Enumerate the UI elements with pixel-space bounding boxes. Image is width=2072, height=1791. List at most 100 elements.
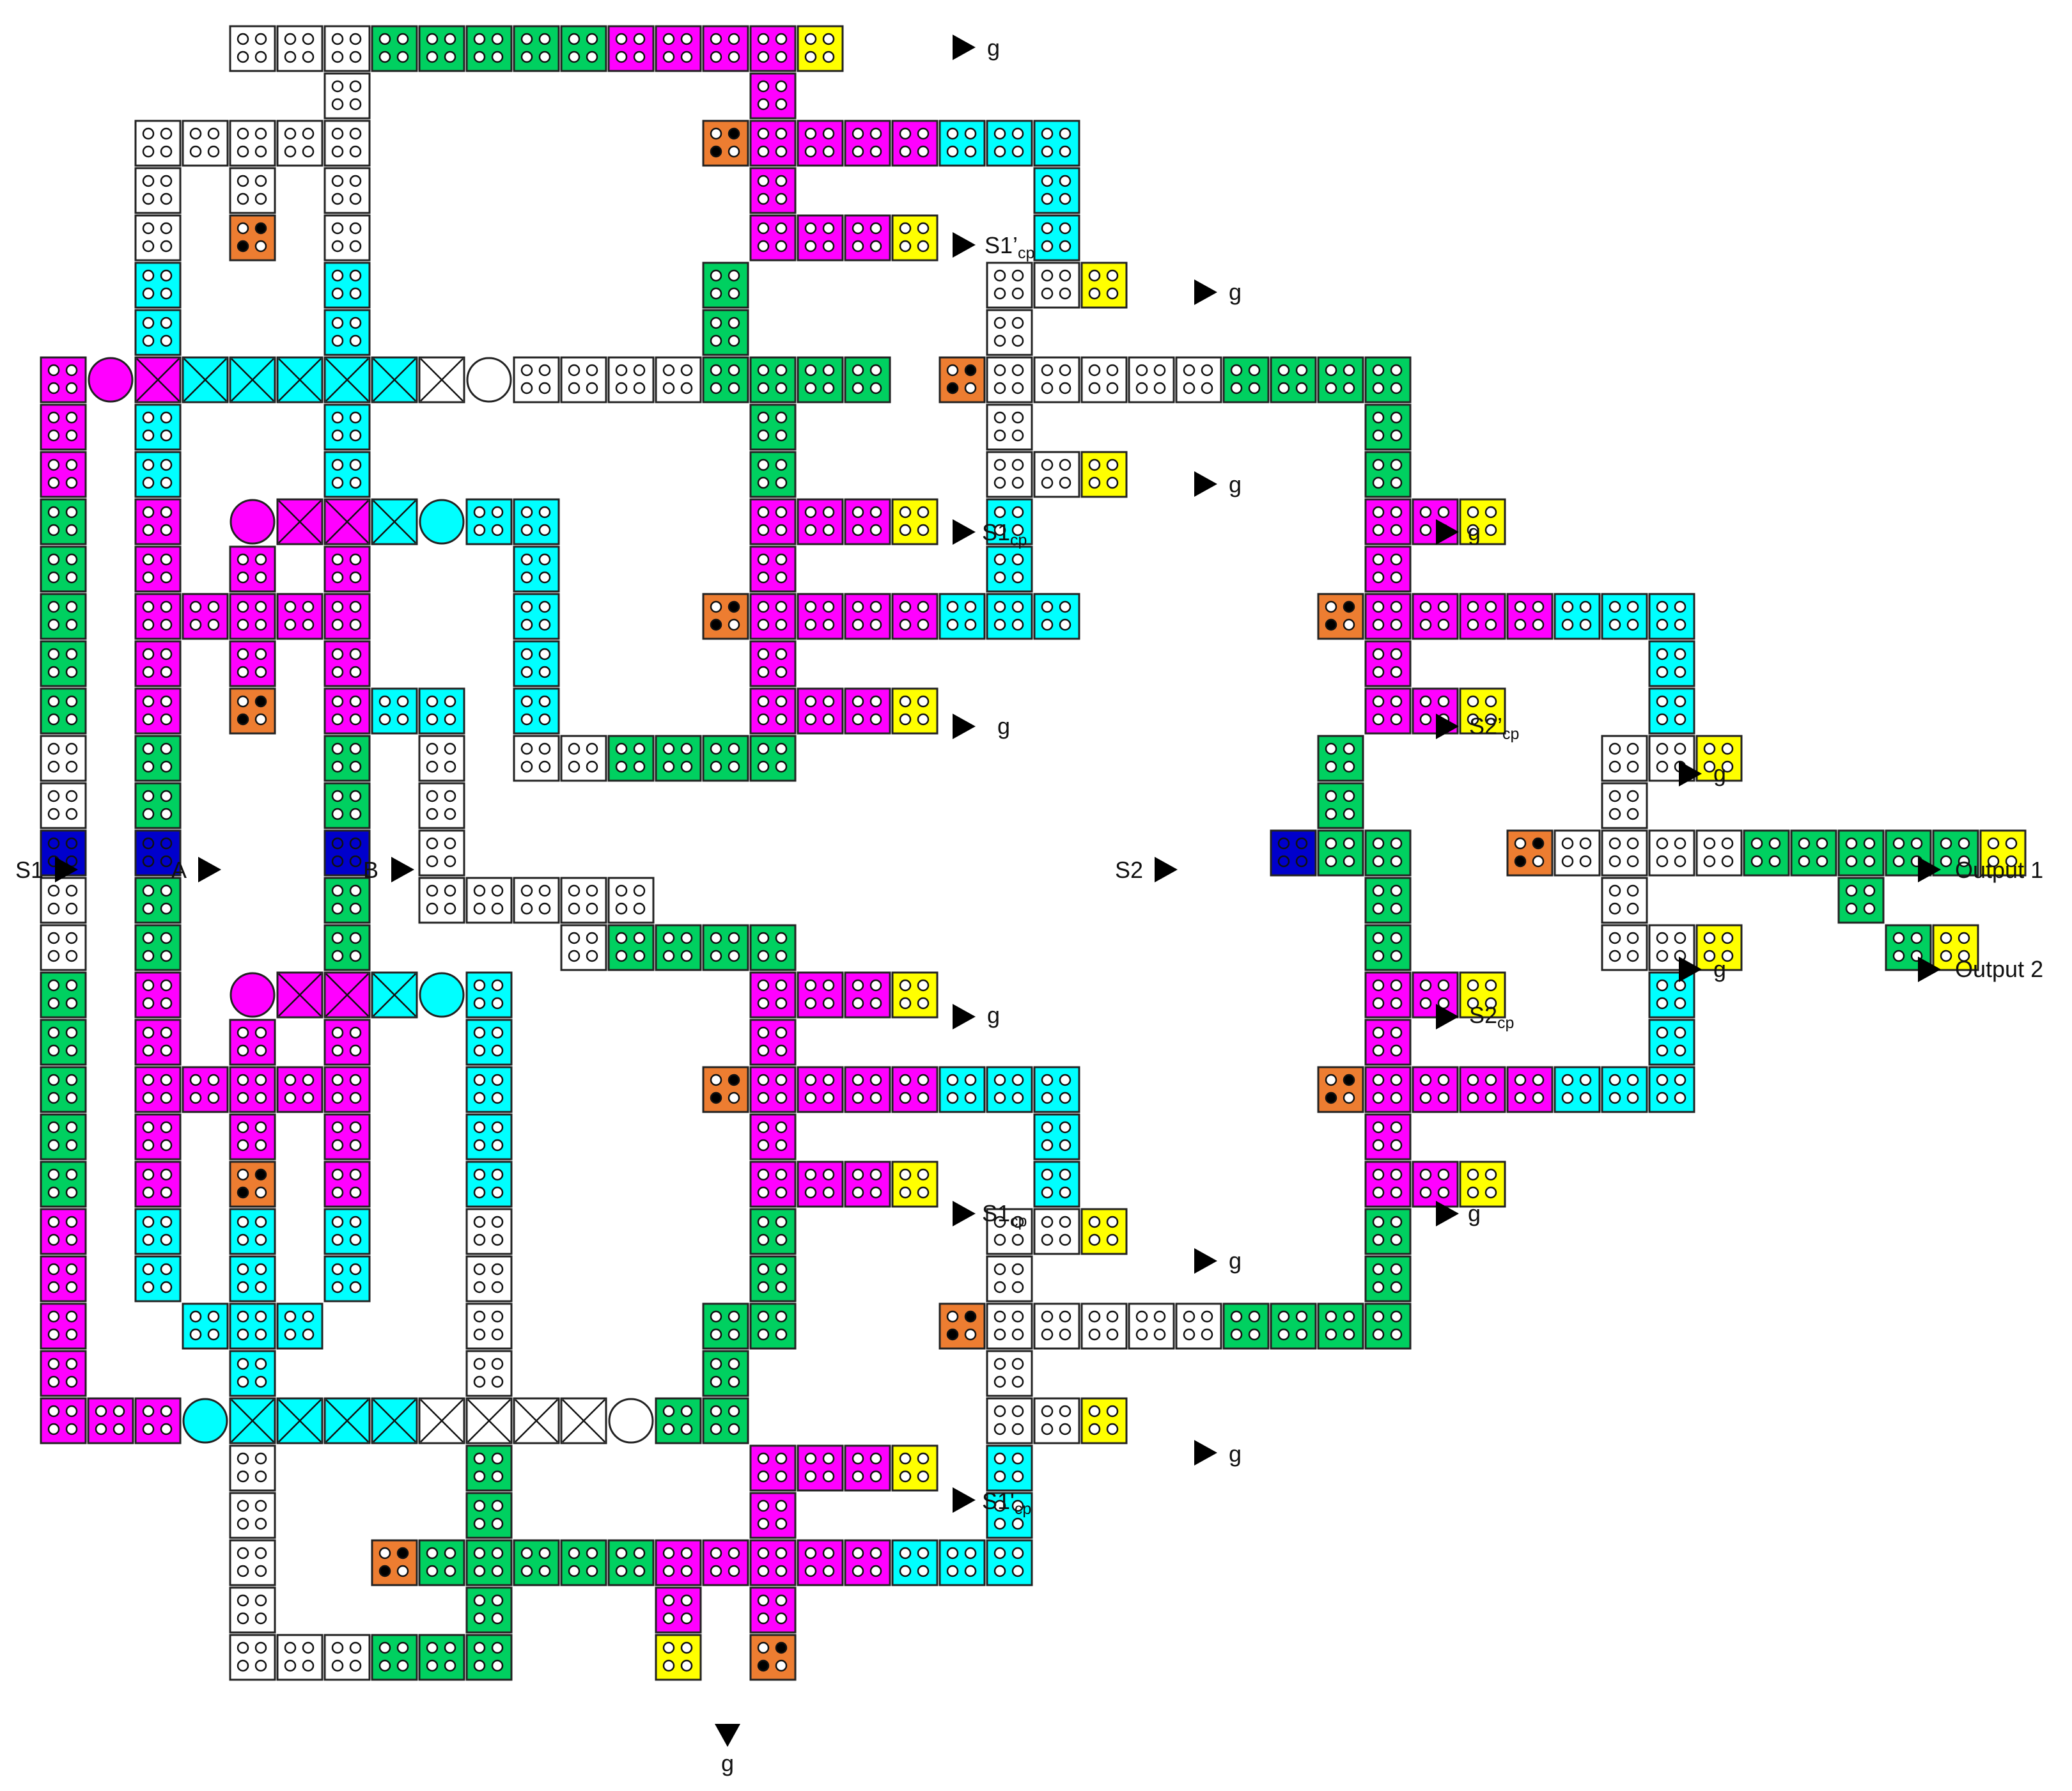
tile-block [607, 1539, 655, 1586]
tile-block [749, 356, 797, 403]
tile-block [371, 1634, 418, 1681]
tile-block [749, 25, 797, 72]
tile-block [40, 971, 87, 1019]
label-g-r4: g [997, 713, 1010, 739]
seed-block [702, 120, 749, 167]
arrow-icon [1194, 1248, 1217, 1274]
tile-block [182, 1066, 229, 1113]
tile-block [797, 214, 844, 262]
tile-block [465, 1066, 513, 1113]
s1cp-b-sub: cp [1010, 1212, 1027, 1230]
tile-block [1648, 1019, 1695, 1066]
tile-block [134, 1161, 182, 1208]
tile-block [465, 498, 513, 545]
tile-block [749, 971, 797, 1019]
tile-block [702, 356, 749, 403]
tile-block [1979, 829, 2027, 877]
tile-block [891, 687, 939, 735]
label-output-1: Output 1 [1955, 857, 2043, 883]
tile-block [323, 1634, 371, 1681]
tile-block [323, 1161, 371, 1208]
label-g-r1: g [1229, 279, 1242, 305]
tile-block [1080, 1302, 1128, 1350]
tile-block [40, 451, 87, 498]
tile-block [844, 1444, 891, 1492]
tile-block [1648, 640, 1695, 687]
tile-block [323, 545, 371, 593]
tile-block [1033, 120, 1080, 167]
seed-block [371, 1539, 418, 1586]
label-S2: S2 [1115, 857, 1143, 883]
tile-block [1364, 593, 1412, 640]
tile-block [1601, 1066, 1648, 1113]
tile-block [1648, 593, 1695, 640]
tile-block [134, 1397, 182, 1444]
tile-block [1033, 214, 1080, 262]
tile-block [40, 829, 87, 877]
s1pcp-b-sub: cp [1015, 1500, 1031, 1518]
tile-block [1033, 1302, 1080, 1350]
tile-block [465, 1586, 513, 1634]
tile-block [1364, 1113, 1412, 1161]
tile-block [40, 1019, 87, 1066]
tile-block [40, 782, 87, 829]
tile-block [513, 687, 560, 735]
tile-block [323, 593, 371, 640]
tile-block [1459, 1161, 1506, 1208]
tile-block [797, 1539, 844, 1586]
tile-block [1695, 924, 1743, 971]
tile-block [323, 451, 371, 498]
tile-block [797, 1066, 844, 1113]
tile-block [749, 1586, 797, 1634]
tile-block [1033, 593, 1080, 640]
tile-block [1554, 1066, 1601, 1113]
tile-block [1033, 1066, 1080, 1113]
tile-block [513, 356, 560, 403]
tile-block [229, 1302, 276, 1350]
tile-block [655, 356, 702, 403]
tile-block [1601, 782, 1648, 829]
tile-block [749, 593, 797, 640]
tile-block [1601, 735, 1648, 782]
tile-block [1364, 829, 1412, 877]
tile-block [134, 593, 182, 640]
label-g-r5: g [1713, 760, 1726, 786]
tile-block [276, 120, 323, 167]
tile-block [1459, 593, 1506, 640]
tile-block [465, 1539, 513, 1586]
tile-block [229, 25, 276, 72]
crossing-block [560, 1397, 607, 1444]
tile-block [749, 1113, 797, 1161]
tile-block [1412, 1066, 1459, 1113]
tile-block [323, 877, 371, 924]
tile-block [323, 1066, 371, 1113]
tile-block [465, 1302, 513, 1350]
tile-block [229, 1208, 276, 1255]
tile-block [1459, 687, 1506, 735]
tile-block [986, 1208, 1033, 1255]
tile-block [749, 1492, 797, 1539]
tile-block [465, 1161, 513, 1208]
label-S1-prime-cp-bottom: S1'cp [982, 1488, 1031, 1518]
tile-block [560, 25, 607, 72]
tile-block [40, 1161, 87, 1208]
arrow-icon [1436, 1201, 1459, 1226]
tile-block [986, 1350, 1033, 1397]
circle-block [182, 1398, 228, 1444]
tile-block [1885, 829, 1932, 877]
tile-block [323, 1208, 371, 1255]
tile-block [986, 309, 1033, 356]
tile-block [797, 687, 844, 735]
s1cp-b-main: S1 [982, 1200, 1010, 1226]
tile-block [891, 1066, 939, 1113]
tile-block [465, 25, 513, 72]
seed-block [749, 1634, 797, 1681]
tile-block [513, 735, 560, 782]
tile-block [702, 924, 749, 971]
tile-block [182, 593, 229, 640]
s1cp-sub: cp [1010, 531, 1027, 549]
seed-block [702, 593, 749, 640]
tile-block [749, 640, 797, 687]
label-S1-prime-cp-top: S1’cp [985, 232, 1034, 262]
tile-block [1412, 593, 1459, 640]
